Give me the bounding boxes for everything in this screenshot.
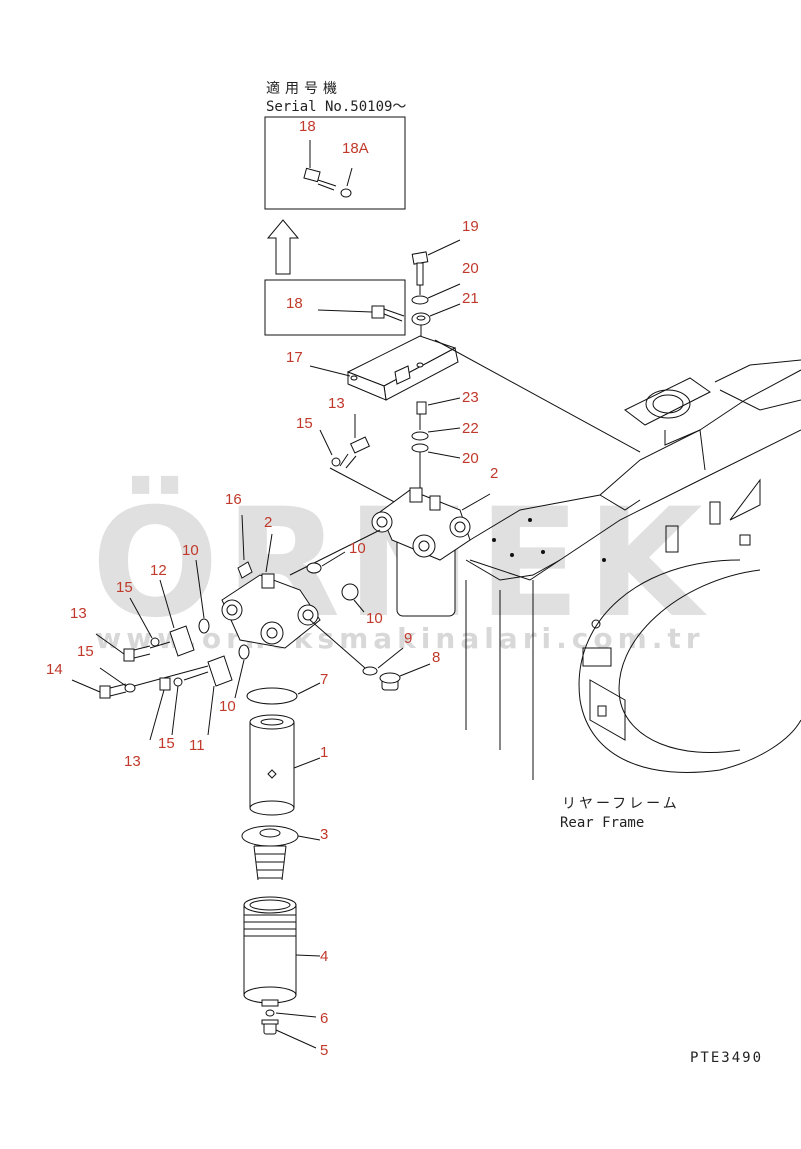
callout-17: 17 — [286, 349, 303, 366]
bolt-18-icon — [303, 167, 337, 191]
frame-label-en: Rear Frame — [560, 815, 644, 831]
arrow-up-icon — [266, 219, 300, 275]
filter-head-right — [371, 487, 471, 617]
callout-7: 7 — [320, 671, 328, 688]
callout-16: 16 — [225, 491, 242, 508]
callout-13-left: 13 — [70, 605, 87, 622]
callout-4: 4 — [320, 948, 328, 965]
bolt-13-left-icon — [123, 645, 151, 662]
filter-element-1 — [249, 714, 295, 816]
spring-seat-3 — [241, 825, 299, 881]
callout-23: 23 — [462, 389, 479, 406]
callouts: 18 18A 19 20 21 18 17 23 22 20 13 15 2 1… — [46, 118, 498, 1059]
callout-15-b: 15 — [77, 643, 94, 660]
callout-19: 19 — [462, 218, 479, 235]
callout-15-c: 15 — [158, 735, 175, 752]
serial-box: 適用号機 Serial No.50109～ — [264, 80, 406, 210]
callout-10-d: 10 — [219, 698, 236, 715]
callout-3: 3 — [320, 826, 328, 843]
callout-6: 6 — [320, 1010, 328, 1027]
callout-10-c: 10 — [366, 610, 383, 627]
drawing-code: PTE3490 — [690, 1050, 763, 1066]
serial-title-en: Serial No.50109～ — [266, 99, 406, 115]
callout-21: 21 — [462, 290, 479, 307]
callout-11: 11 — [189, 737, 205, 754]
plug-8-icon — [379, 672, 401, 691]
callout-20-bottom: 20 — [462, 450, 479, 467]
drain-plug-5-icon — [261, 1019, 279, 1035]
callout-20-top: 20 — [462, 260, 479, 277]
filter-case-4 — [243, 896, 297, 1007]
callout-1: 1 — [320, 744, 328, 761]
callout-2-left: 2 — [264, 514, 272, 531]
serial-title-jp: 適用号機 — [266, 80, 342, 97]
callout-15-upper: 15 — [296, 415, 313, 432]
bolt-19-icon — [411, 251, 429, 286]
callout-18: 18 — [286, 295, 303, 312]
callout-18a: 18A — [342, 140, 369, 157]
watermark-url: www.orneksmakinalari.com.tr — [95, 622, 704, 655]
callout-13-upper: 13 — [328, 395, 345, 412]
frame-label-jp: リヤーフレーム — [562, 796, 680, 812]
bolt-14-icon — [99, 683, 127, 699]
watermark: ÖRNEK www.orneksmakinalari.com.tr — [91, 475, 704, 655]
filter-head-left — [221, 561, 321, 649]
bolt-13-upper-icon — [339, 436, 371, 469]
callout-5: 5 — [320, 1042, 328, 1059]
callout-15-a: 15 — [116, 579, 133, 596]
rear-frame — [465, 359, 801, 780]
callout-9: 9 — [404, 630, 412, 647]
callout-8: 8 — [432, 649, 440, 666]
callout-22: 22 — [462, 420, 479, 437]
bracket-17 — [346, 335, 459, 401]
callout-2-right: 2 — [490, 465, 498, 482]
callout-14: 14 — [46, 661, 63, 678]
callout-10-a: 10 — [182, 542, 199, 559]
callout-12: 12 — [150, 562, 167, 579]
callout-18-box: 18 — [299, 118, 316, 135]
callout-13-lower: 13 — [124, 753, 141, 770]
bolt-13-lower-icon — [149, 677, 171, 741]
bolt-18-lower-icon — [371, 305, 405, 322]
callout-10-b: 10 — [349, 540, 366, 557]
